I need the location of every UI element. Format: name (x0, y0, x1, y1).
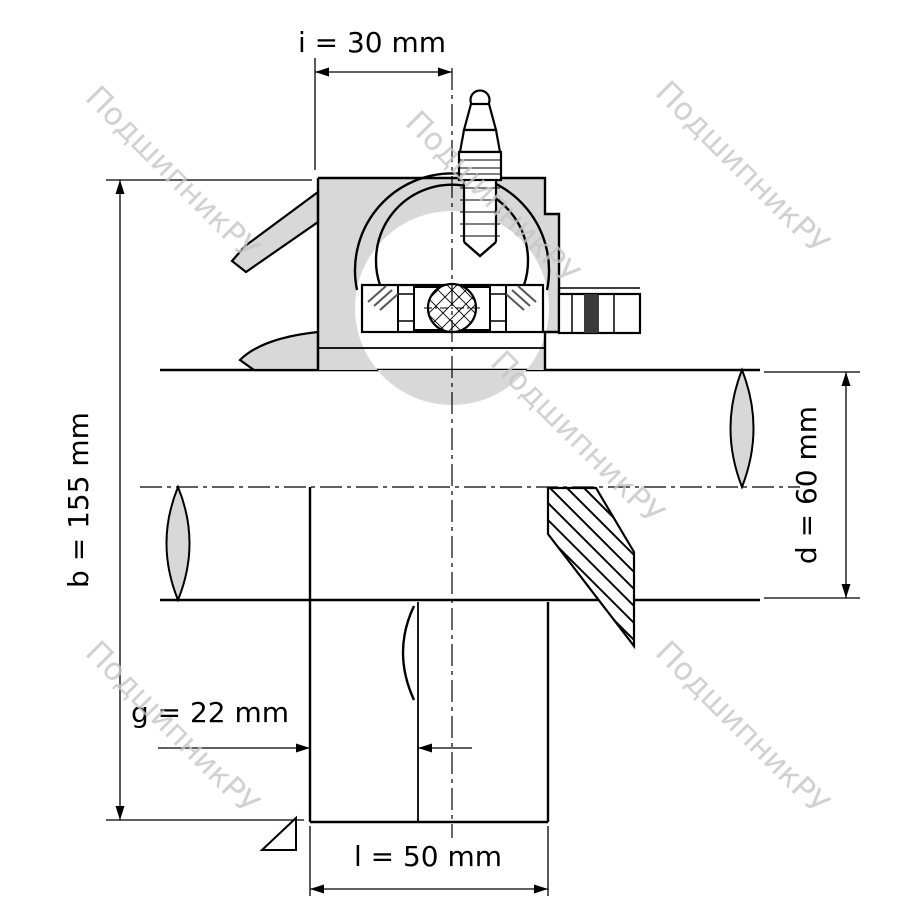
locking-collar (557, 287, 642, 335)
outer-ring-arc-outer (353, 172, 551, 291)
housing-left-skirt (238, 330, 320, 372)
dim-label-d: d = 60 mm (790, 406, 823, 564)
shaft-break-right (729, 367, 755, 490)
seal-right (505, 285, 537, 311)
seal-left (367, 285, 399, 311)
dimension-b: b = 155 mm (62, 179, 312, 821)
center-lines (140, 68, 800, 838)
dim-label-g: g = 22 mm (131, 696, 289, 729)
dimension-i: i = 30 mm (298, 26, 452, 170)
dimension-g: g = 22 mm (131, 696, 472, 753)
shaft (160, 367, 760, 603)
watermark-text: ПодшипникРУ (78, 79, 266, 267)
bearing-housing (230, 172, 561, 405)
flange-body (308, 487, 550, 824)
dim-label-i: i = 30 mm (298, 26, 446, 59)
dim-label-l: l = 50 mm (354, 840, 502, 873)
dim-label-b: b = 155 mm (62, 412, 95, 588)
watermark-text: ПодшипникРУ (648, 634, 836, 822)
shaft-break-left (165, 484, 191, 603)
watermark-text: ПодшипникРУ (648, 74, 836, 262)
dimension-l: l = 50 mm (309, 826, 549, 896)
ball-hatch (428, 284, 476, 332)
grease-fitting (457, 89, 503, 258)
dimension-d: d = 60 mm (764, 371, 860, 599)
surface-finish-mark (259, 815, 297, 851)
